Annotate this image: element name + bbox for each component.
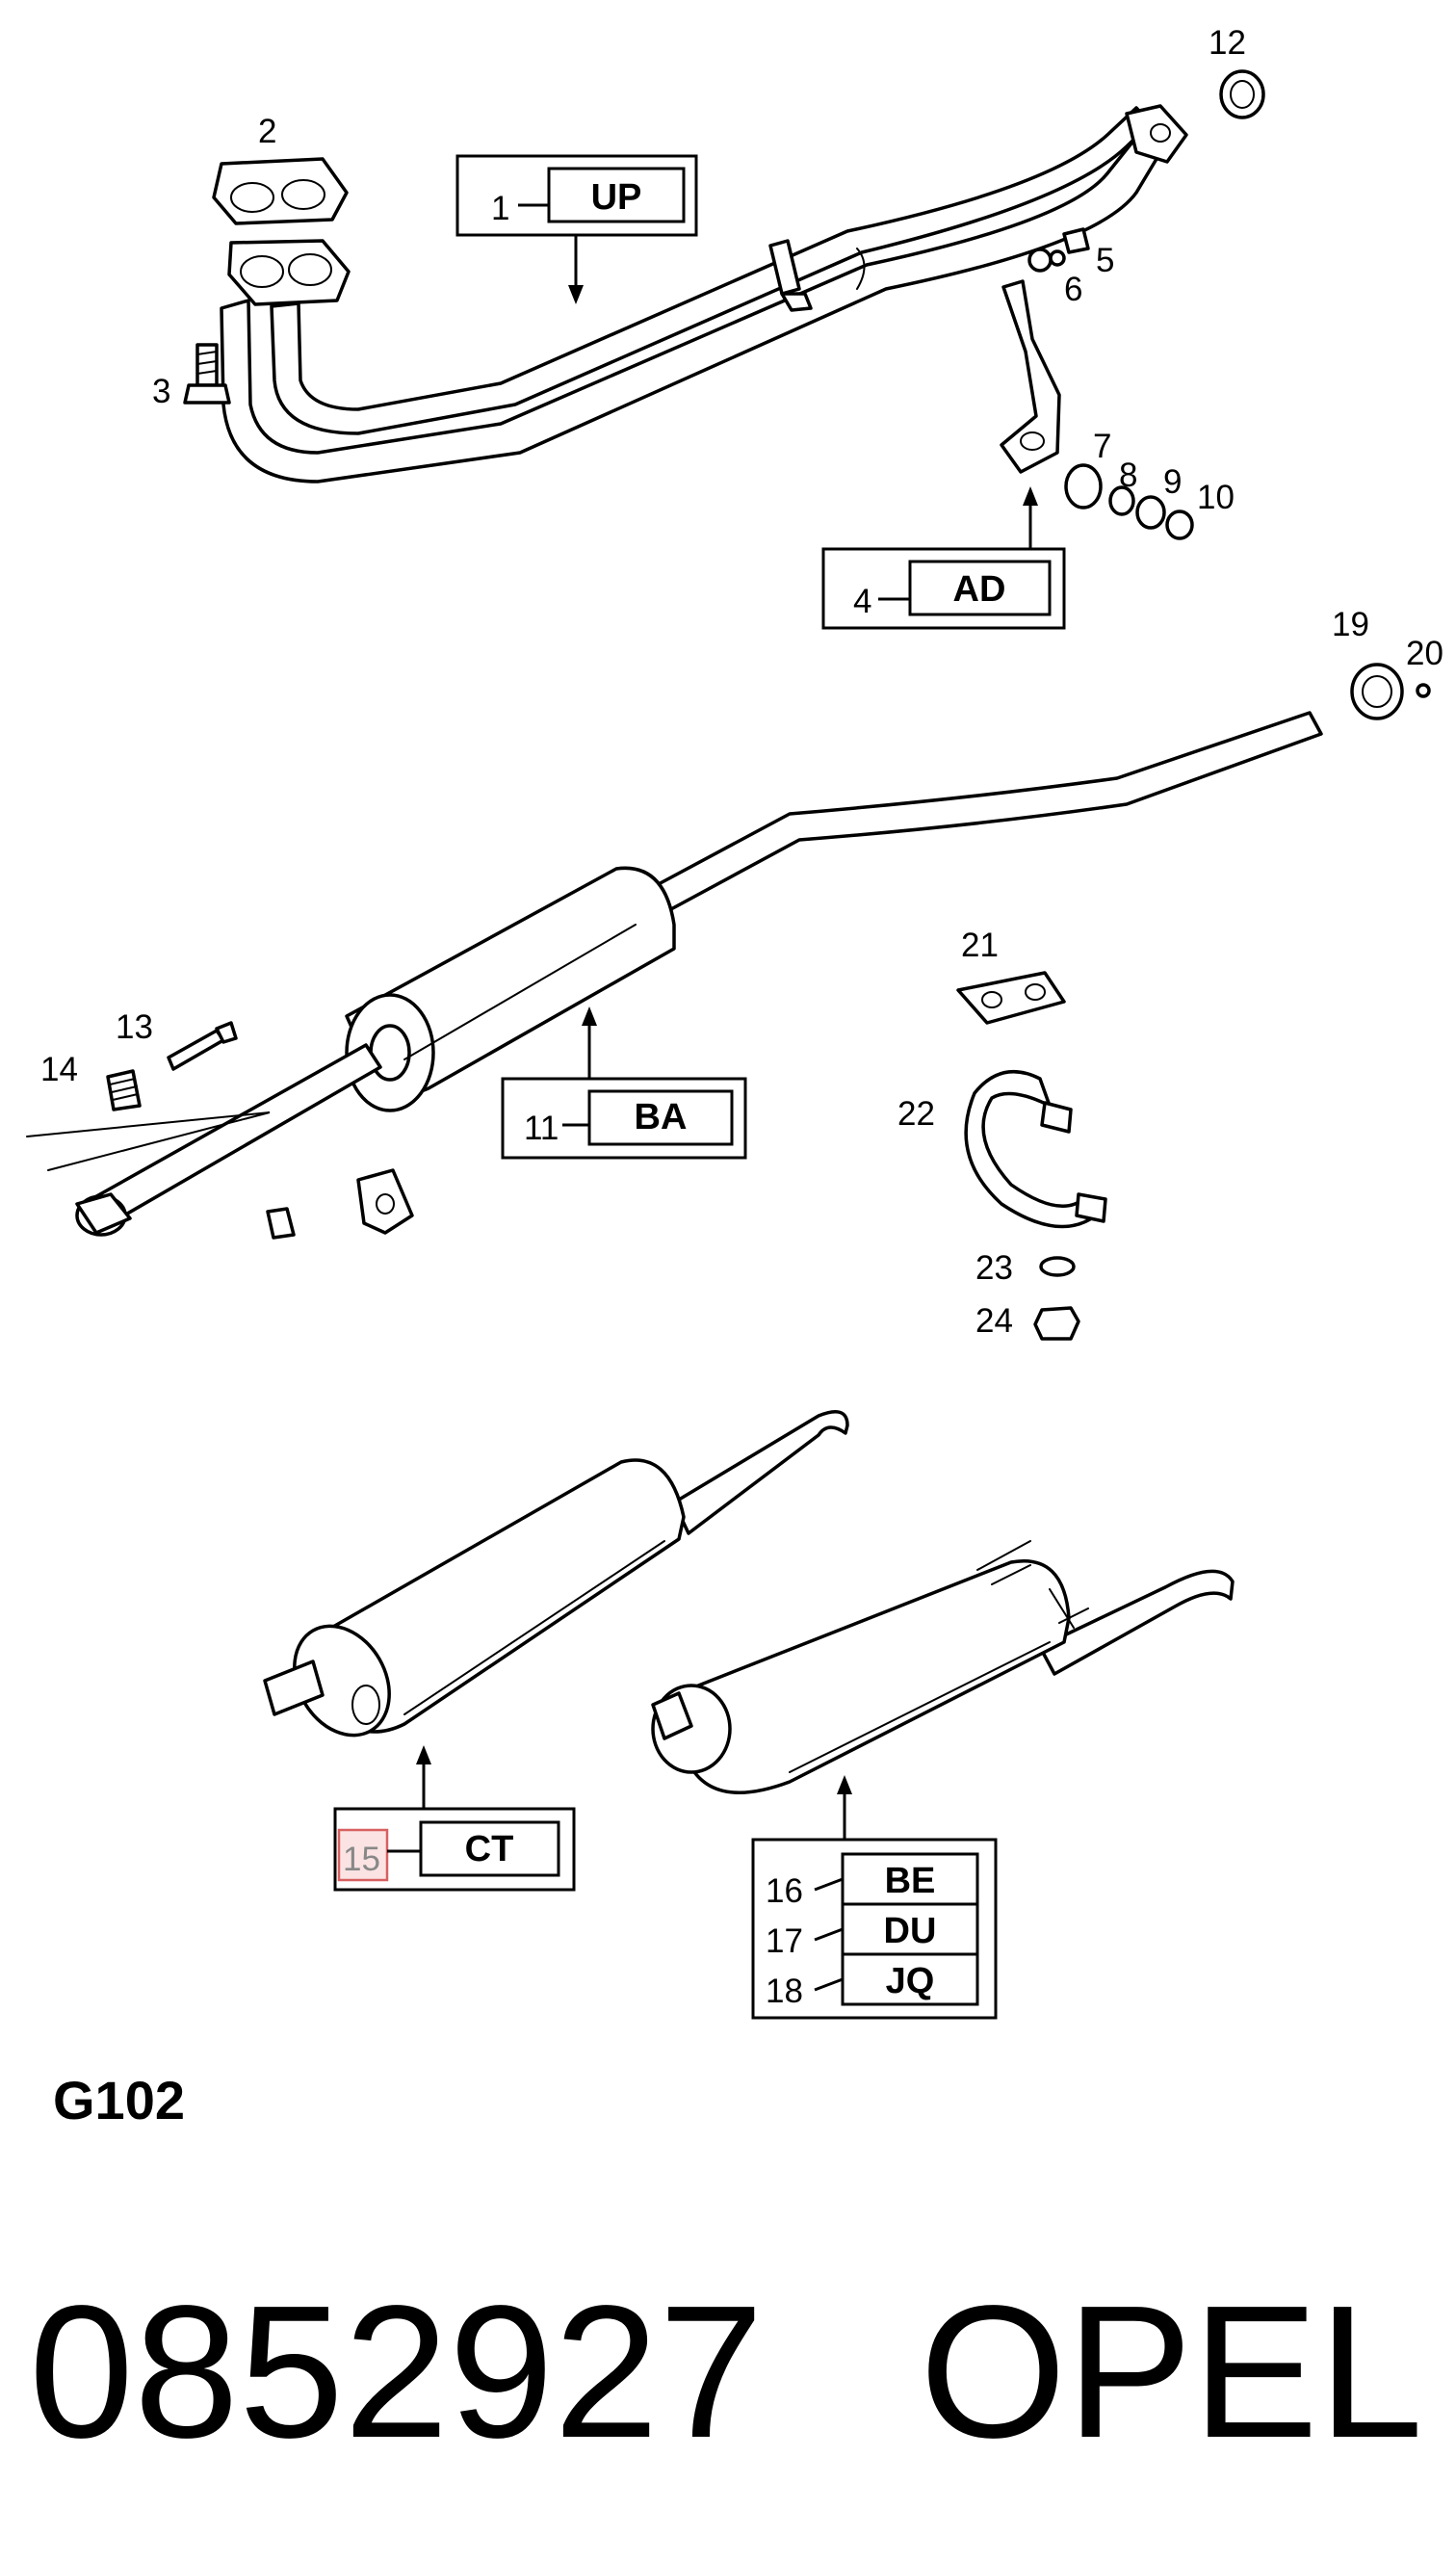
callout-22: 22 bbox=[897, 1095, 935, 1133]
callout-box-ad: 4 AD bbox=[821, 486, 1066, 630]
code-ba: BA bbox=[635, 1097, 688, 1137]
callout-14: 14 bbox=[40, 1051, 78, 1088]
callout-23: 23 bbox=[975, 1249, 1013, 1287]
callout-7: 7 bbox=[1093, 428, 1111, 465]
callout-19: 19 bbox=[1332, 606, 1369, 643]
code-du: DU bbox=[884, 1911, 937, 1951]
code-jq: JQ bbox=[886, 1961, 935, 2001]
callout-21: 21 bbox=[961, 927, 999, 964]
callout-box-up: 1 UP bbox=[455, 154, 698, 304]
callout-20: 20 bbox=[1406, 635, 1443, 672]
callout-24: 24 bbox=[975, 1302, 1013, 1340]
callout-2: 2 bbox=[258, 113, 276, 150]
callout-8: 8 bbox=[1119, 457, 1137, 494]
code-be: BE bbox=[885, 1861, 936, 1901]
center-pipe-drawing bbox=[26, 663, 1431, 1341]
highlight-callout-15 bbox=[337, 1828, 389, 1882]
callout-4: 4 bbox=[853, 583, 871, 620]
code-up: UP bbox=[591, 177, 642, 218]
callout-17: 17 bbox=[766, 1922, 803, 1960]
callout-6: 6 bbox=[1064, 271, 1082, 308]
diagram-id: G102 bbox=[53, 2070, 185, 2130]
rear-muffler-drawing bbox=[263, 1410, 1235, 1794]
callout-13: 13 bbox=[116, 1008, 153, 1046]
callout-9: 9 bbox=[1163, 463, 1182, 501]
callout-1: 1 bbox=[491, 190, 509, 227]
callout-box-ba: 11 BA bbox=[501, 1006, 747, 1160]
code-ad: AD bbox=[953, 569, 1006, 610]
callout-box-be-du-jq: 16 17 18 BE DU JQ bbox=[751, 1775, 998, 2020]
callout-12: 12 bbox=[1209, 24, 1246, 62]
brand-name: OPEL bbox=[920, 2266, 1423, 2477]
callout-16: 16 bbox=[766, 1872, 803, 1910]
code-ct: CT bbox=[465, 1829, 514, 1869]
callout-10: 10 bbox=[1197, 479, 1235, 516]
callout-5: 5 bbox=[1096, 242, 1114, 279]
front-pipe-drawing bbox=[183, 69, 1265, 540]
callout-11: 11 bbox=[524, 1110, 559, 1147]
callout-box-ct: 15 CT bbox=[333, 1745, 576, 1892]
callout-3: 3 bbox=[152, 373, 170, 410]
callout-15: 15 bbox=[343, 1841, 380, 1878]
callout-18: 18 bbox=[766, 1973, 803, 2010]
part-number: 0852927 bbox=[29, 2266, 764, 2477]
